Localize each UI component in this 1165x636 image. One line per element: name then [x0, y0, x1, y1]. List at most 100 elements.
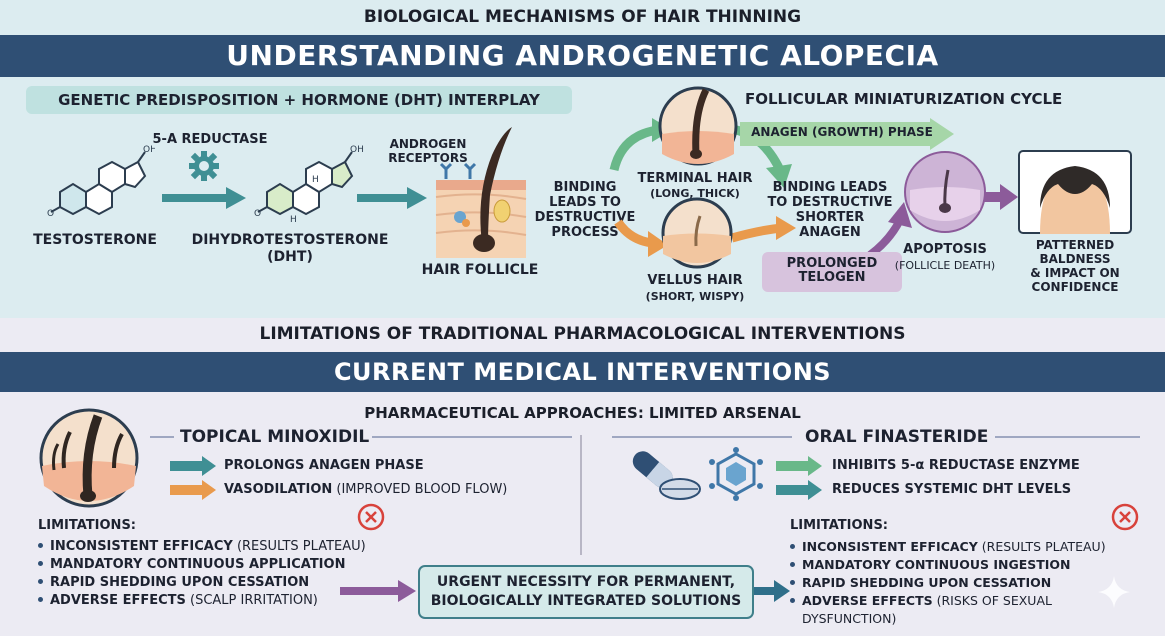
dht-label-line2: (DHT): [267, 249, 313, 265]
scalp-hair-icon: [39, 408, 139, 508]
finasteride-rule-right: [995, 436, 1140, 438]
minoxidil-rule-right: [372, 436, 572, 438]
binding-right-line1: BINDING LEADS: [772, 180, 888, 195]
finasteride-title: ORAL FINASTERIDE: [805, 427, 989, 447]
dht-label-line1: DIHYDROTESTOSTERONE: [191, 232, 389, 248]
dht-to-follicle-arrow: [357, 187, 427, 209]
apoptosis-label: APOPTOSIS: [903, 242, 987, 257]
telogen-line2: TELOGEN: [798, 270, 866, 285]
androgen-receptors-line1: ANDROGEN: [389, 137, 467, 151]
svg-text:O: O: [254, 209, 261, 219]
prolonged-telogen-box: [762, 252, 902, 292]
apoptosis-sublabel: (FOLLICLE DEATH): [894, 259, 996, 272]
urgent-line2: BIOLOGICALLY INTEGRATED SOLUTIONS: [430, 593, 742, 609]
sparkle-icon: [1098, 576, 1130, 608]
anagen-phase-arrow: [740, 118, 954, 150]
cycle-title: FOLLICULAR MINIATURIZATION CYCLE: [745, 90, 1063, 108]
bald-head-icon: [1018, 150, 1132, 234]
minoxidil-effect2-rest: (IMPROVED BLOOD FLOW): [332, 482, 508, 497]
vellus-hair-icon: [661, 197, 733, 269]
teal-arrow-icon: [776, 480, 822, 500]
teal-arrow-icon: [170, 456, 216, 476]
x-circle-icon: [1111, 503, 1139, 531]
vellus-hair-sublabel: (SHORT, WISPY): [645, 290, 745, 303]
genetic-predisposition-pill: GENETIC PREDISPOSITION + HORMONE (DHT) I…: [26, 86, 572, 114]
list-item: INCONSISTENT EFFICACY (RESULTS PLATEAU): [38, 538, 366, 556]
finasteride-rule-left: [612, 436, 792, 438]
apoptosis-follicle-icon: [904, 151, 986, 233]
binding-shorter-anagen-label: BINDING LEADS TO DESTRUCTIVE SHORTER ANA…: [765, 180, 895, 240]
page-title: UNDERSTANDING ANDROGENETIC ALOPECIA: [0, 35, 1165, 77]
purple-arrow-icon: [340, 580, 416, 602]
finasteride-limitations-label: LIMITATIONS:: [790, 518, 889, 533]
bottom-subtitle: PHARMACEUTICAL APPROACHES: LIMITED ARSEN…: [364, 404, 801, 422]
list-item: INCONSISTENT EFFICACY (RESULTS PLATEAU): [790, 538, 1106, 556]
terminal-hair-icon: [658, 86, 738, 166]
enzyme-label: 5-α REDUCTASE: [152, 132, 268, 147]
binding-left-line1: BINDING: [553, 180, 617, 195]
list-item: ADVERSE EFFECTS (SCALP IRRITATION): [38, 592, 366, 610]
androgen-receptors-label: ANDROGEN RECEPTORS: [378, 137, 478, 165]
hair-follicle-illustration: [435, 127, 527, 258]
binding-left-line4: PROCESS: [551, 225, 619, 240]
binding-left-line2: LEADS TO: [549, 195, 621, 210]
x-circle-icon: [357, 503, 385, 531]
svg-text:OH: OH: [143, 145, 155, 155]
orange-arrow-icon: [170, 480, 216, 500]
minoxidil-effect1: PROLONGS ANAGEN PHASE: [224, 458, 424, 473]
minoxidil-limitations-list: INCONSISTENT EFFICACY (RESULTS PLATEAU) …: [38, 538, 366, 610]
minoxidil-title: TOPICAL MINOXIDIL: [180, 427, 370, 447]
hair-follicle-label: HAIR FOLLICLE: [421, 262, 539, 278]
vellus-hair-label: VELLUS HAIR: [647, 273, 743, 288]
terminal-hair-sublabel: (LONG, THICK): [650, 187, 740, 200]
urgent-necessity-text: URGENT NECESSITY FOR PERMANENT, BIOLOGIC…: [418, 573, 754, 611]
testosterone-molecule-icon: O OH: [47, 145, 155, 219]
patterned-baldness-label: PATTERNED BALDNESS & IMPACT ON CONFIDENC…: [1010, 238, 1140, 294]
baldness-line4: CONFIDENCE: [1031, 280, 1119, 294]
list-item: RAPID SHEDDING UPON CESSATION: [38, 574, 366, 592]
green-arrow-icon: [776, 456, 822, 476]
binding-left-line3: DESTRUCTIVE: [534, 210, 636, 225]
molecule-icon: [709, 447, 763, 501]
binding-right-line3: SHORTER: [795, 210, 865, 225]
list-item: MANDATORY CONTINUOUS APPLICATION: [38, 556, 366, 574]
androgen-receptors-line2: RECEPTORS: [388, 151, 468, 165]
gear-icon: [189, 151, 219, 181]
baldness-line1: PATTERNED: [1035, 238, 1115, 252]
svg-text:H: H: [290, 215, 297, 225]
testosterone-label: TESTOSTERONE: [33, 232, 157, 248]
binding-right-line4: ANAGEN: [799, 225, 861, 240]
binding-process-label: BINDING LEADS TO DESTRUCTIVE PROCESS: [530, 180, 640, 240]
minoxidil-effect2: VASODILATION (IMPROVED BLOOD FLOW): [224, 482, 507, 497]
conversion-arrow: [162, 187, 246, 209]
teal-arrow-icon: [754, 580, 790, 602]
list-item-continuation: DYSFUNCTION): [802, 611, 897, 626]
baldness-line2: BALDNESS: [1039, 252, 1111, 266]
finasteride-limitations-list: INCONSISTENT EFFICACY (RESULTS PLATEAU) …: [790, 538, 1106, 628]
list-item: ADVERSE EFFECTS (RISKS OF SEXUAL: [790, 592, 1106, 610]
prolonged-telogen-label: PROLONGED TELOGEN: [762, 257, 902, 285]
minoxidil-rule-left: [150, 436, 174, 438]
minoxidil-limitations-label: LIMITATIONS:: [38, 518, 137, 533]
dht-molecule-icon: O OH H H: [254, 145, 364, 225]
urgent-line1: URGENT NECESSITY FOR PERMANENT,: [436, 574, 736, 590]
column-divider: [580, 435, 582, 555]
bottom-title: CURRENT MEDICAL INTERVENTIONS: [0, 352, 1165, 392]
page-supertitle: BIOLOGICAL MECHANISMS OF HAIR THINNING: [363, 7, 802, 27]
baldness-line3: & IMPACT ON: [1030, 266, 1120, 280]
svg-text:H: H: [312, 175, 319, 185]
minoxidil-effect2-bold: VASODILATION: [224, 482, 333, 497]
terminal-hair-label: TERMINAL HAIR: [637, 171, 753, 186]
urgent-necessity-box: [418, 565, 754, 619]
list-item: MANDATORY CONTINUOUS INGESTION: [790, 556, 1106, 574]
dht-label: DIHYDROTESTOSTERONE (DHT): [190, 232, 390, 266]
pill-capsule-icon: [632, 451, 701, 500]
svg-text:OH: OH: [350, 145, 364, 155]
binding-right-line2: TO DESTRUCTIVE: [767, 195, 893, 210]
telogen-line1: PROLONGED: [786, 256, 878, 271]
svg-text:O: O: [47, 209, 54, 219]
anagen-phase-label: ANAGEN (GROWTH) PHASE: [751, 125, 933, 139]
finasteride-effect1: INHIBITS 5-α REDUCTASE ENZYME: [832, 458, 1080, 473]
bottom-supertitle: LIMITATIONS OF TRADITIONAL PHARMACOLOGIC…: [259, 324, 906, 344]
finasteride-effect2: REDUCES SYSTEMIC DHT LEVELS: [832, 482, 1072, 497]
